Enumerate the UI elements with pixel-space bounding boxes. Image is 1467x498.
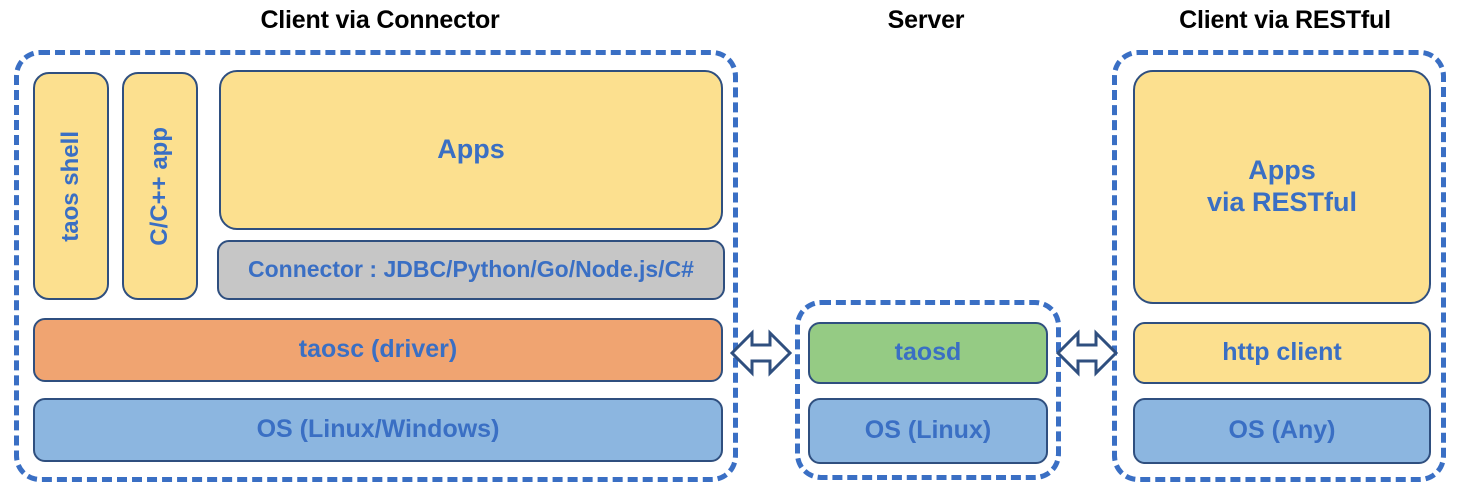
block-os-any-label: OS (Any) <box>1228 416 1336 445</box>
block-apps-connector: Apps <box>219 70 723 230</box>
block-apps-via-restful-line1: Apps <box>1248 155 1316 186</box>
double-arrow-horizontal-icon <box>1056 324 1118 382</box>
block-taosc-driver-label: taosc (driver) <box>298 335 458 364</box>
block-os-linux-label: OS (Linux) <box>864 416 992 445</box>
block-connector-libraries-label: Connector : JDBC/Python/Go/Node.js/C# <box>248 256 694 283</box>
block-apps-connector-label: Apps <box>437 134 505 165</box>
block-apps-via-restful-label: Apps via RESTful <box>1207 155 1357 219</box>
block-c-cpp-app: C/C++ app <box>122 72 198 300</box>
panel-server <box>795 300 1061 480</box>
group-title-client-via-restful: Client via RESTful <box>1179 6 1391 34</box>
group-title-client-via-connector: Client via Connector <box>260 6 500 34</box>
block-http-client-label: http client <box>1222 338 1342 367</box>
block-http-client: http client <box>1133 322 1431 384</box>
block-os-linux-windows-label: OS (Linux/Windows) <box>256 415 500 444</box>
block-c-cpp-app-label: C/C++ app <box>145 126 173 246</box>
double-arrow-horizontal-icon <box>730 324 792 382</box>
block-taosd: taosd <box>808 322 1048 384</box>
block-apps-via-restful-line2: via RESTful <box>1206 187 1358 217</box>
block-taosd-label: taosd <box>894 338 962 367</box>
block-apps-via-restful: Apps via RESTful <box>1133 70 1431 304</box>
block-taosc-driver: taosc (driver) <box>33 318 723 382</box>
block-taos-shell-label: taos shell <box>56 130 84 242</box>
block-os-any: OS (Any) <box>1133 398 1431 464</box>
panel-client-via-connector <box>14 50 738 482</box>
block-os-linux: OS (Linux) <box>808 398 1048 464</box>
block-os-linux-windows: OS (Linux/Windows) <box>33 398 723 462</box>
block-taos-shell: taos shell <box>33 72 109 300</box>
group-title-server: Server <box>887 6 965 34</box>
panel-client-via-restful <box>1112 50 1446 482</box>
block-connector-libraries: Connector : JDBC/Python/Go/Node.js/C# <box>217 240 725 300</box>
